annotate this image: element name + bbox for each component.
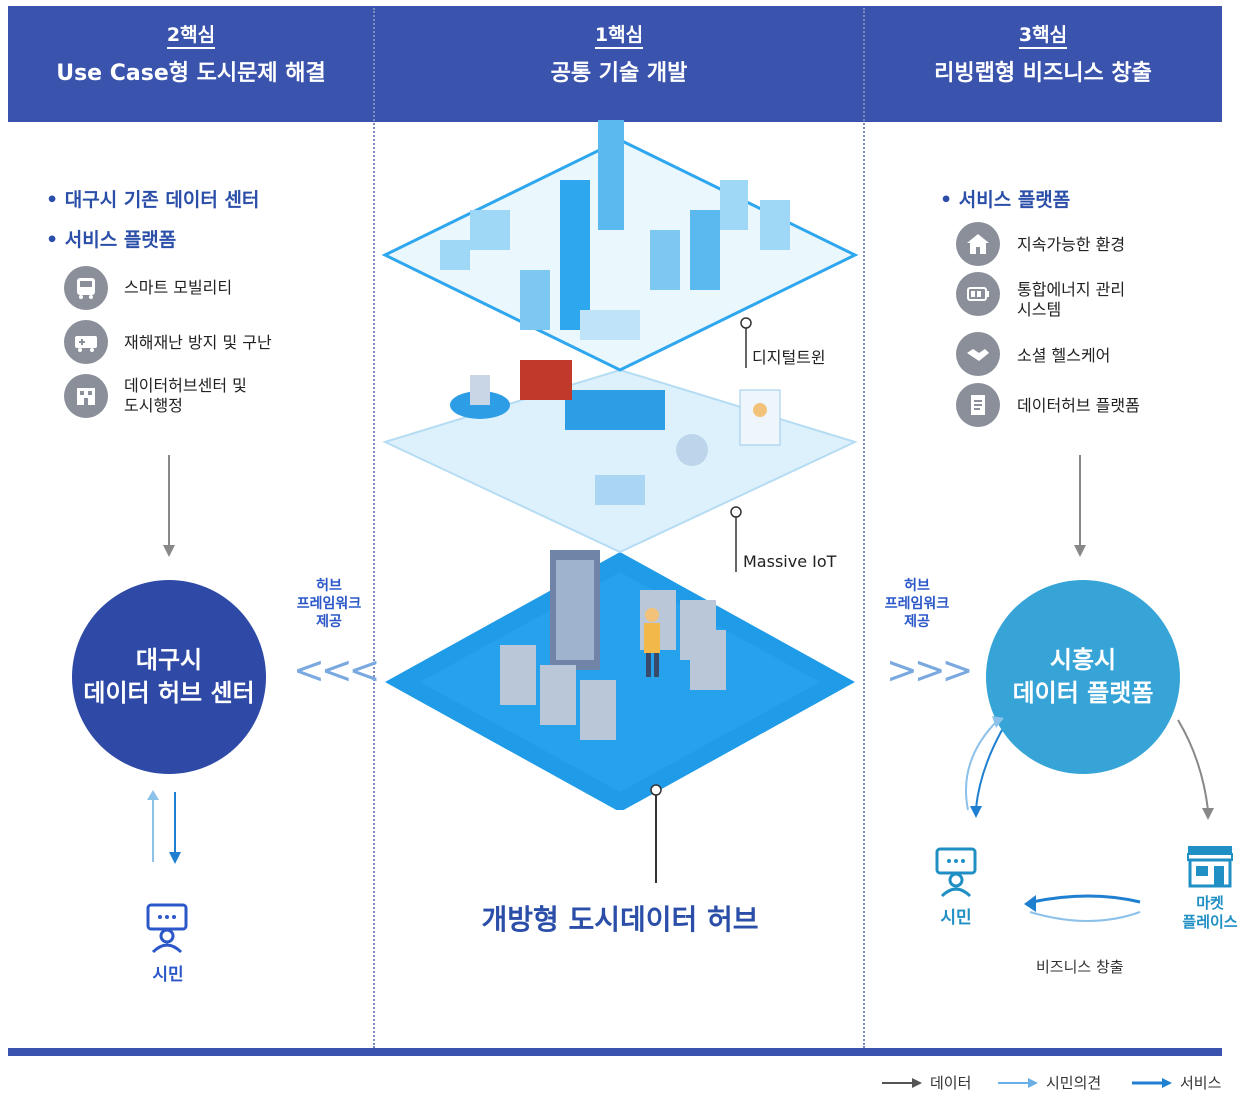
marketplace-label: 마켓 플레이스 — [1182, 894, 1238, 931]
marketplace-icon — [1187, 846, 1233, 888]
legend-data-label: 데이터 — [930, 1074, 972, 1092]
citizen-label-left: 시민 — [152, 965, 184, 985]
right-item-label-2: 통합에너지 관리 시스템 — [1017, 280, 1126, 319]
bus-icon — [64, 266, 108, 310]
header-core-2-number: 2핵심 — [166, 24, 216, 49]
header-core-1-number: 1핵심 — [594, 24, 644, 49]
left-citizen-arrows — [147, 790, 181, 864]
digital-twin-layer — [381, 120, 859, 372]
header-core-3-title: 리빙랩형 비즈니스 창출 — [934, 61, 1152, 86]
document-icon — [956, 383, 1000, 427]
header-core-3-number: 3핵심 — [1018, 24, 1068, 49]
right-item-label-4: 데이터허브 플랫폼 — [1017, 396, 1140, 415]
bottom-bar — [8, 1048, 1222, 1056]
header-core-2-title: Use Case형 도시문제 해결 — [56, 61, 326, 86]
header-core-2: 2핵심 Use Case형 도시문제 해결 — [8, 24, 374, 87]
battery-icon — [956, 272, 1000, 316]
header-core-1: 1핵심 공통 기술 개발 — [374, 24, 864, 87]
legend-citizen-opinion-arrow-icon — [998, 1077, 1038, 1088]
right-framework-label: 허브 프레임워크 제공 — [884, 578, 950, 630]
digital-twin-label: 디지털트윈 — [752, 348, 826, 367]
legend-data-arrow-icon — [882, 1077, 922, 1088]
house-icon — [956, 222, 1000, 266]
left-bullet-2: • 서비스 플랫폼 — [46, 229, 177, 251]
left-item-label-3: 데이터허브센터 및 도시행정 — [124, 376, 247, 415]
header-core-3: 3핵심 리빙랩형 비즈니스 창출 — [864, 24, 1222, 87]
business-creation-label: 비즈니스 창출 — [1036, 958, 1124, 976]
legend-service-label: 서비스 — [1180, 1074, 1222, 1092]
massive-iot-label: Massive IoT — [743, 552, 837, 571]
daegu-data-hub-circle: 대구시 데이터 허브 센터 — [72, 580, 266, 774]
header-core-1-title: 공통 기술 개발 — [550, 61, 688, 86]
right-item-label-3: 소셜 헬스케어 — [1017, 346, 1111, 365]
left-item-label-1: 스마트 모빌리티 — [124, 278, 233, 297]
legend-service: 서비스 — [1132, 1072, 1221, 1093]
hub-callout-line — [655, 795, 657, 883]
handshake-icon — [956, 332, 1000, 376]
column-divider-right — [863, 8, 865, 1048]
hub-layer — [385, 550, 855, 810]
iot-layer — [382, 360, 858, 554]
open-city-data-hub-title: 개방형 도시데이터 허브 — [481, 903, 759, 936]
column-divider-left — [373, 8, 375, 1048]
header-bar — [8, 6, 1222, 122]
right-bullet-1: • 서비스 플랫폼 — [940, 189, 1071, 211]
left-item-label-2: 재해재난 방지 및 구난 — [124, 333, 272, 352]
right-direction-arrows: >>> — [886, 648, 974, 692]
right-cycle-arrows — [965, 716, 1214, 922]
citizen-label-right: 시민 — [940, 908, 972, 928]
ambulance-icon — [64, 320, 108, 364]
left-data-arrow — [163, 455, 175, 557]
right-data-arrow — [1074, 455, 1086, 557]
building-icon — [64, 374, 108, 418]
citizen-icon-right — [935, 847, 977, 898]
siheung-data-platform-circle: 시흥시 데이터 플랫폼 — [986, 580, 1180, 774]
left-framework-label: 허브 프레임워크 제공 — [296, 578, 362, 630]
left-direction-arrows: <<< — [293, 648, 381, 692]
legend-data: 데이터 — [882, 1072, 971, 1093]
citizen-icon-left — [146, 903, 188, 954]
left-bullet-1: • 대구시 기존 데이터 센터 — [46, 189, 260, 211]
legend-service-arrow-icon — [1132, 1077, 1172, 1088]
right-item-label-1: 지속가능한 환경 — [1017, 235, 1126, 254]
legend-citizen-opinion-label: 시민의견 — [1046, 1074, 1102, 1092]
legend-citizen-opinion: 시민의견 — [998, 1072, 1101, 1093]
isometric-layers-illustration — [381, 120, 859, 810]
